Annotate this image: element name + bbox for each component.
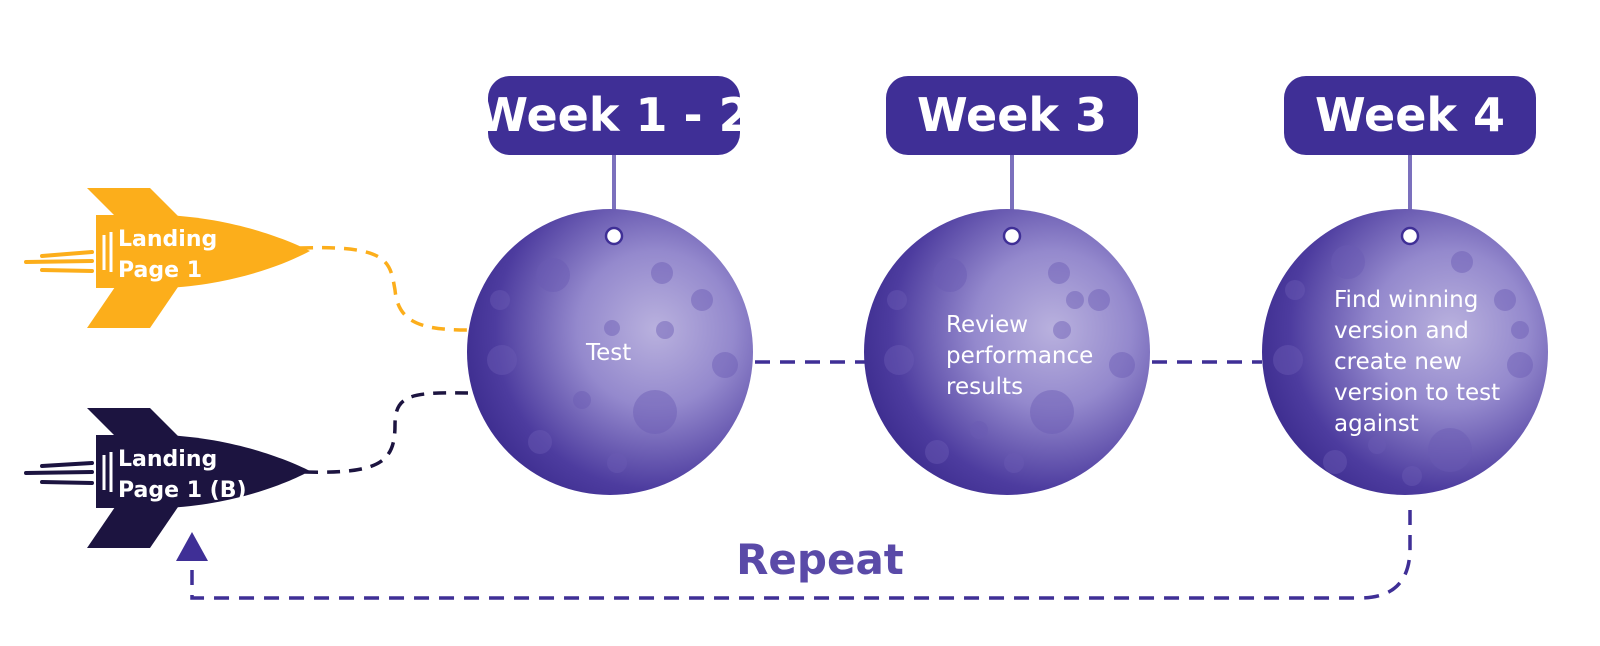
rocket-exhaust-lines	[24, 461, 94, 485]
moon-description-line: version to test	[1334, 380, 1500, 406]
moon-description-line: Test	[585, 340, 631, 366]
moon-description-line: Review	[946, 312, 1028, 338]
connector-rocket-b-to-test	[304, 391, 469, 474]
moon	[864, 209, 1150, 495]
repeat-arrowhead	[176, 532, 208, 561]
moon	[1262, 209, 1548, 495]
week-badge-label: Week 4	[1315, 88, 1505, 142]
rocket-body	[96, 435, 310, 508]
rocket-nozzle-lines	[102, 232, 113, 272]
repeat-label: Repeat	[736, 535, 904, 584]
rocket-top-fin	[87, 188, 178, 216]
rocket-bottom-fin	[87, 507, 178, 548]
rocket-body	[96, 215, 310, 288]
week-badge-label: Week 1 - 2	[477, 88, 750, 142]
week-badge-label: Week 3	[917, 88, 1107, 142]
week-badge	[886, 76, 1138, 155]
stage-week-3: Week 3 Review performance results	[864, 76, 1150, 495]
rocket-landing-page-1: Landing Page 1	[24, 188, 310, 328]
rocket-label-line2: Page 1	[118, 258, 202, 283]
moon-description-line: version and	[1334, 318, 1469, 344]
badge-anchor-dot	[1002, 226, 1022, 246]
rocket-top-fin	[87, 408, 178, 436]
moon-description-line: Find winning	[1334, 287, 1478, 313]
repeat-loop-line	[190, 510, 1412, 600]
rocket-landing-page-1-b: Landing Page 1 (B)	[24, 408, 310, 548]
week-badge	[488, 76, 740, 155]
moon-craters	[1273, 245, 1533, 486]
moon-description: Review performance results	[946, 312, 1101, 400]
connector-rocket-a-to-test	[299, 245, 469, 332]
rocket-label-line1: Landing	[118, 227, 217, 252]
rocket-label-line2: Page 1 (B)	[118, 478, 247, 503]
stage-week-4: Week 4 Find winning version and create n…	[1262, 76, 1548, 495]
rocket-bottom-fin	[87, 287, 178, 328]
moon-description-line: performance	[946, 343, 1093, 369]
moon	[467, 209, 753, 495]
week-badge	[1284, 76, 1536, 155]
badge-anchor-dot	[604, 226, 624, 246]
moon-description-line: against	[1334, 411, 1419, 437]
moon-description-line: results	[946, 374, 1023, 400]
rocket-nozzle-lines	[102, 452, 113, 492]
rocket-exhaust-lines	[24, 250, 94, 273]
moon-description: Test	[585, 340, 631, 366]
badge-anchor-dot	[1400, 226, 1420, 246]
moon-craters	[884, 258, 1135, 473]
stage-week-1-2: Week 1 - 2 Test	[467, 76, 753, 495]
moon-description: Find winning version and create new vers…	[1334, 287, 1507, 437]
moon-craters	[487, 258, 738, 473]
rocket-label-line1: Landing	[118, 447, 217, 472]
moon-description-line: create new	[1334, 349, 1462, 375]
